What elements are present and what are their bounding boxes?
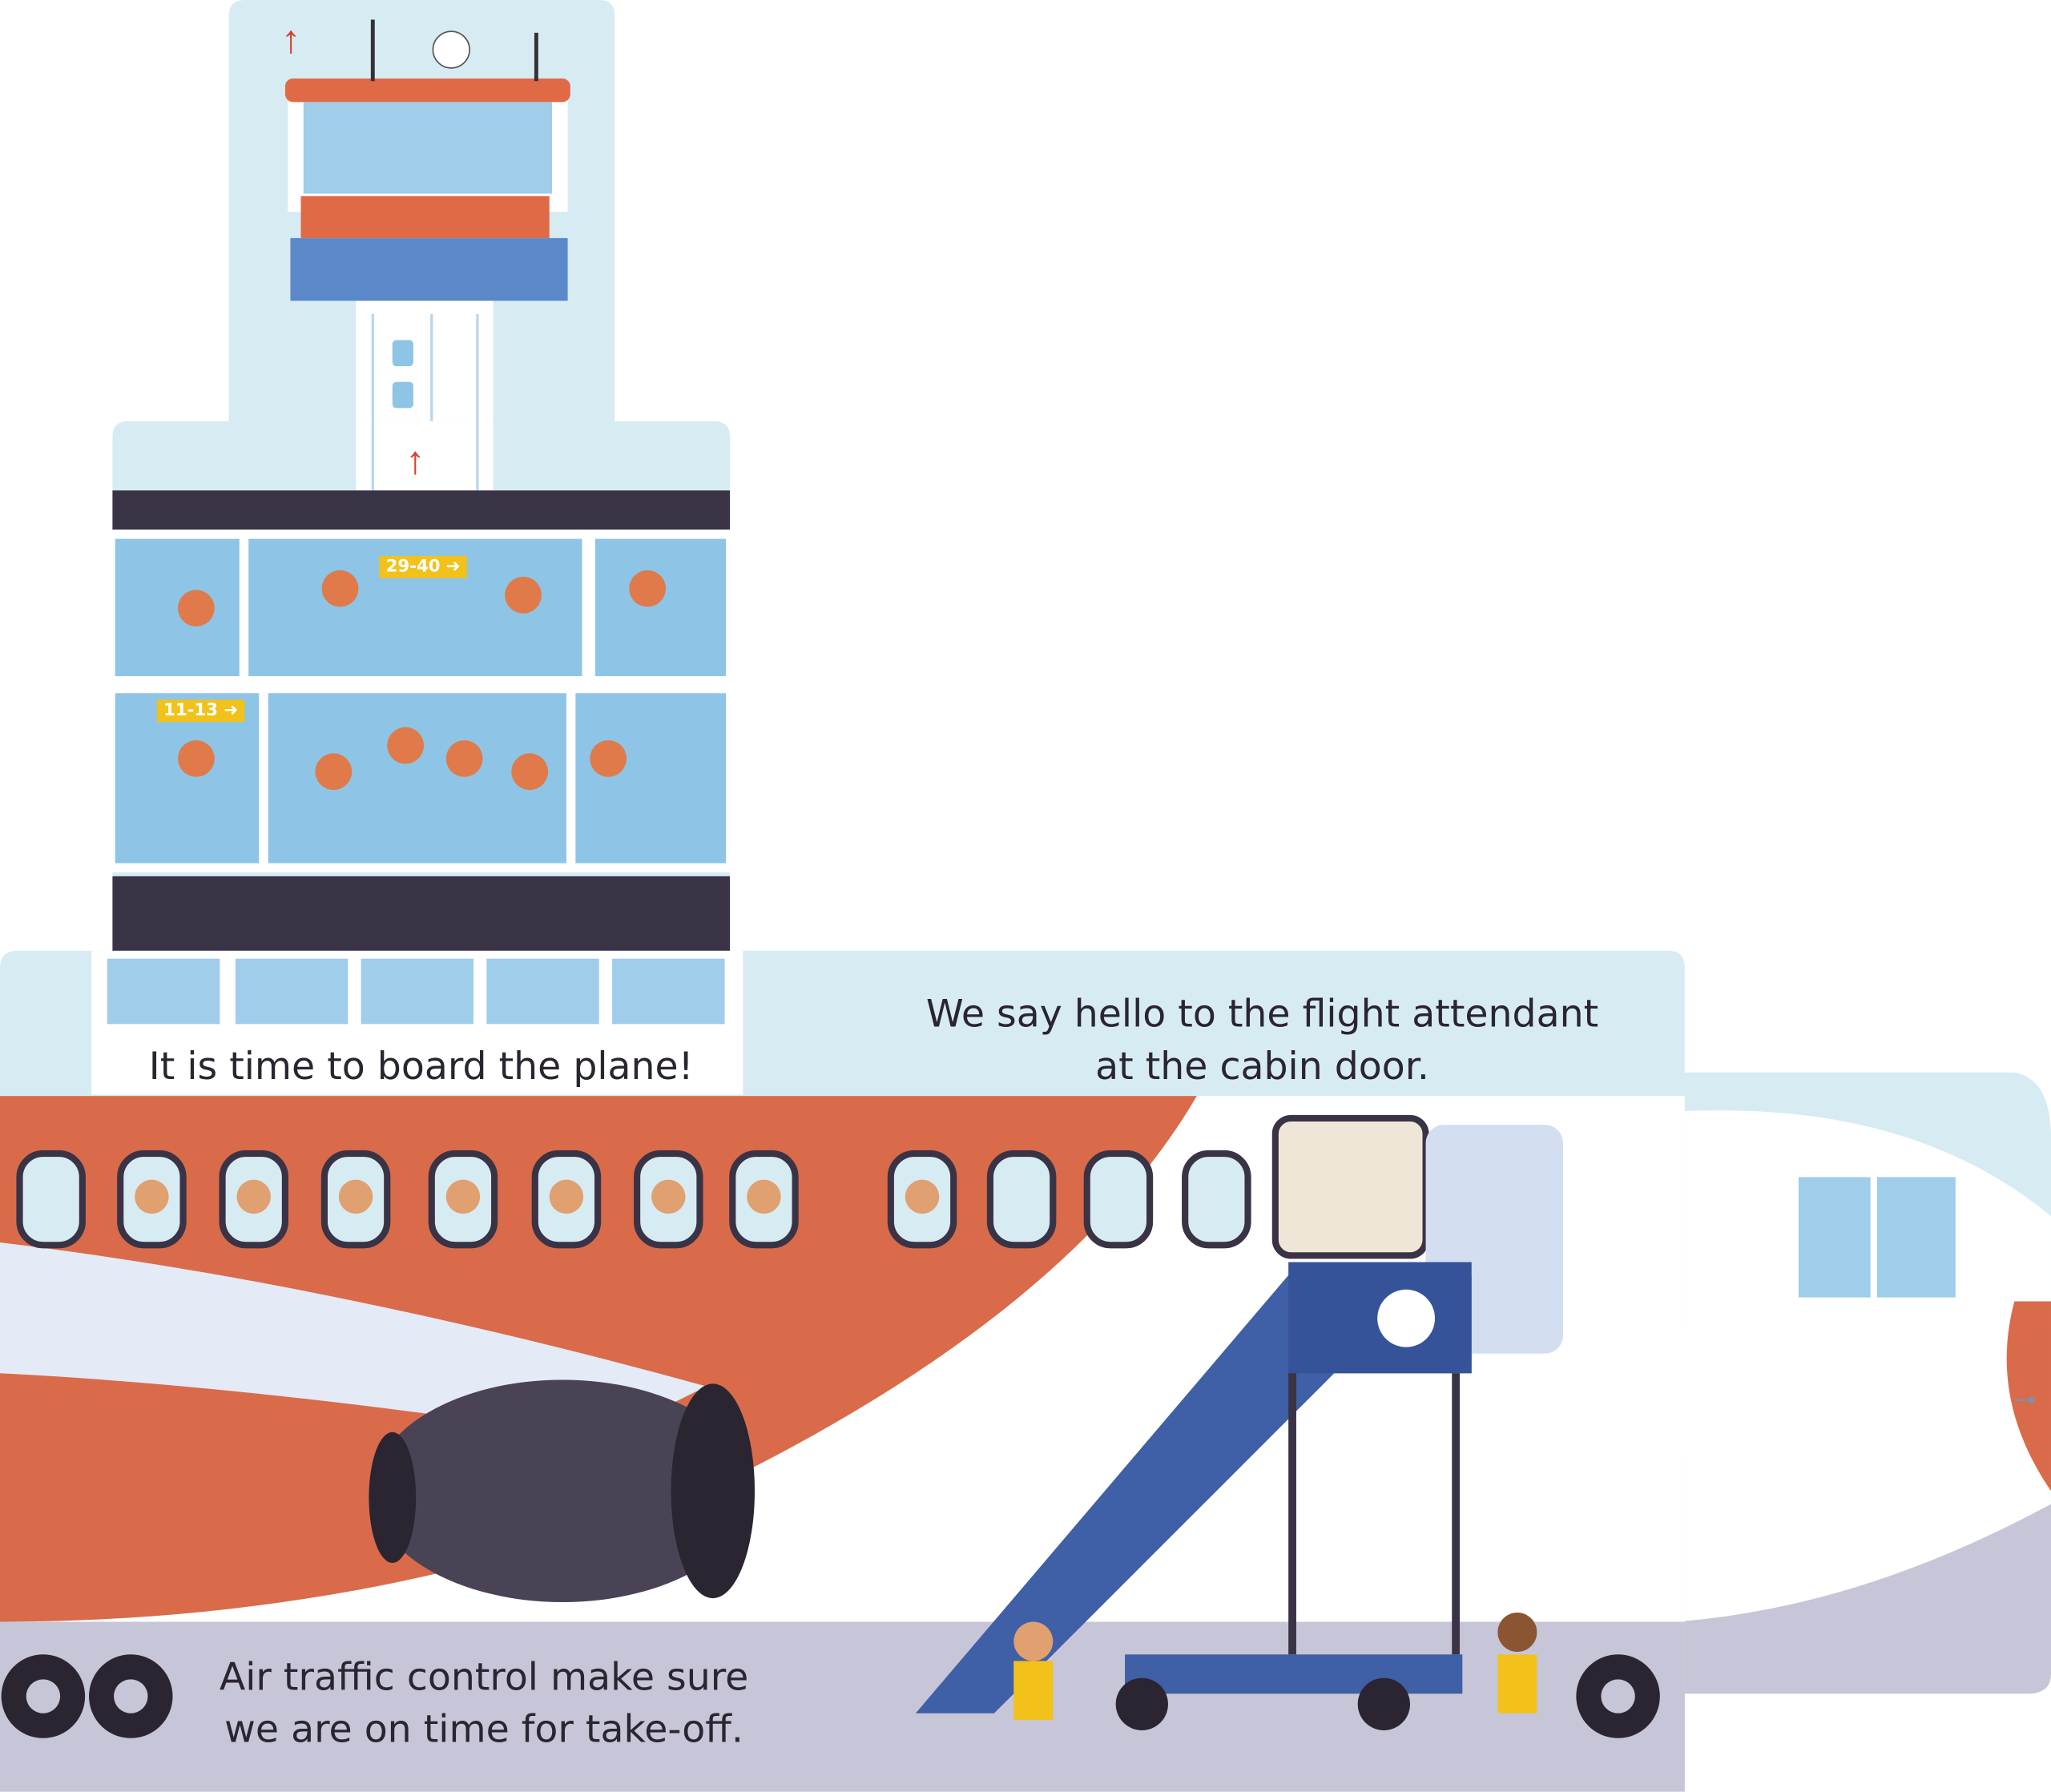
up-arrow-icon: ↑ [405,438,425,482]
plane-windows [16,1150,1251,1249]
control-tower-flap[interactable]: ↑ [228,0,615,432]
right-arrow-icon: → [2008,1376,2041,1414]
board-text: It is time to board the plane! [148,1043,694,1089]
ground-crew [1013,1613,1537,1720]
atc-text-line2: we are on time for take-off. [224,1706,743,1752]
attendant-text-line2: at the cabin door. [1095,1043,1429,1089]
gate-sign-11-13: 11-13 ➜ [156,699,245,723]
terminal-flap[interactable]: ↑ [112,421,731,951]
boarding-stairs [915,1262,1472,1730]
cabin-door [1271,1114,1429,1259]
engine [373,1379,752,1602]
main-page [0,950,1685,1792]
plane-nose-flap[interactable]: → [1674,1072,2051,1694]
gate-sign-29-40: 29-40 ➜ [379,555,467,578]
atc-text-line1: Air traffic control make sure [219,1654,749,1699]
attendant-text-line1: We say hello to the flight attendant [925,991,1599,1037]
up-arrow-icon: ↑ [281,17,300,61]
